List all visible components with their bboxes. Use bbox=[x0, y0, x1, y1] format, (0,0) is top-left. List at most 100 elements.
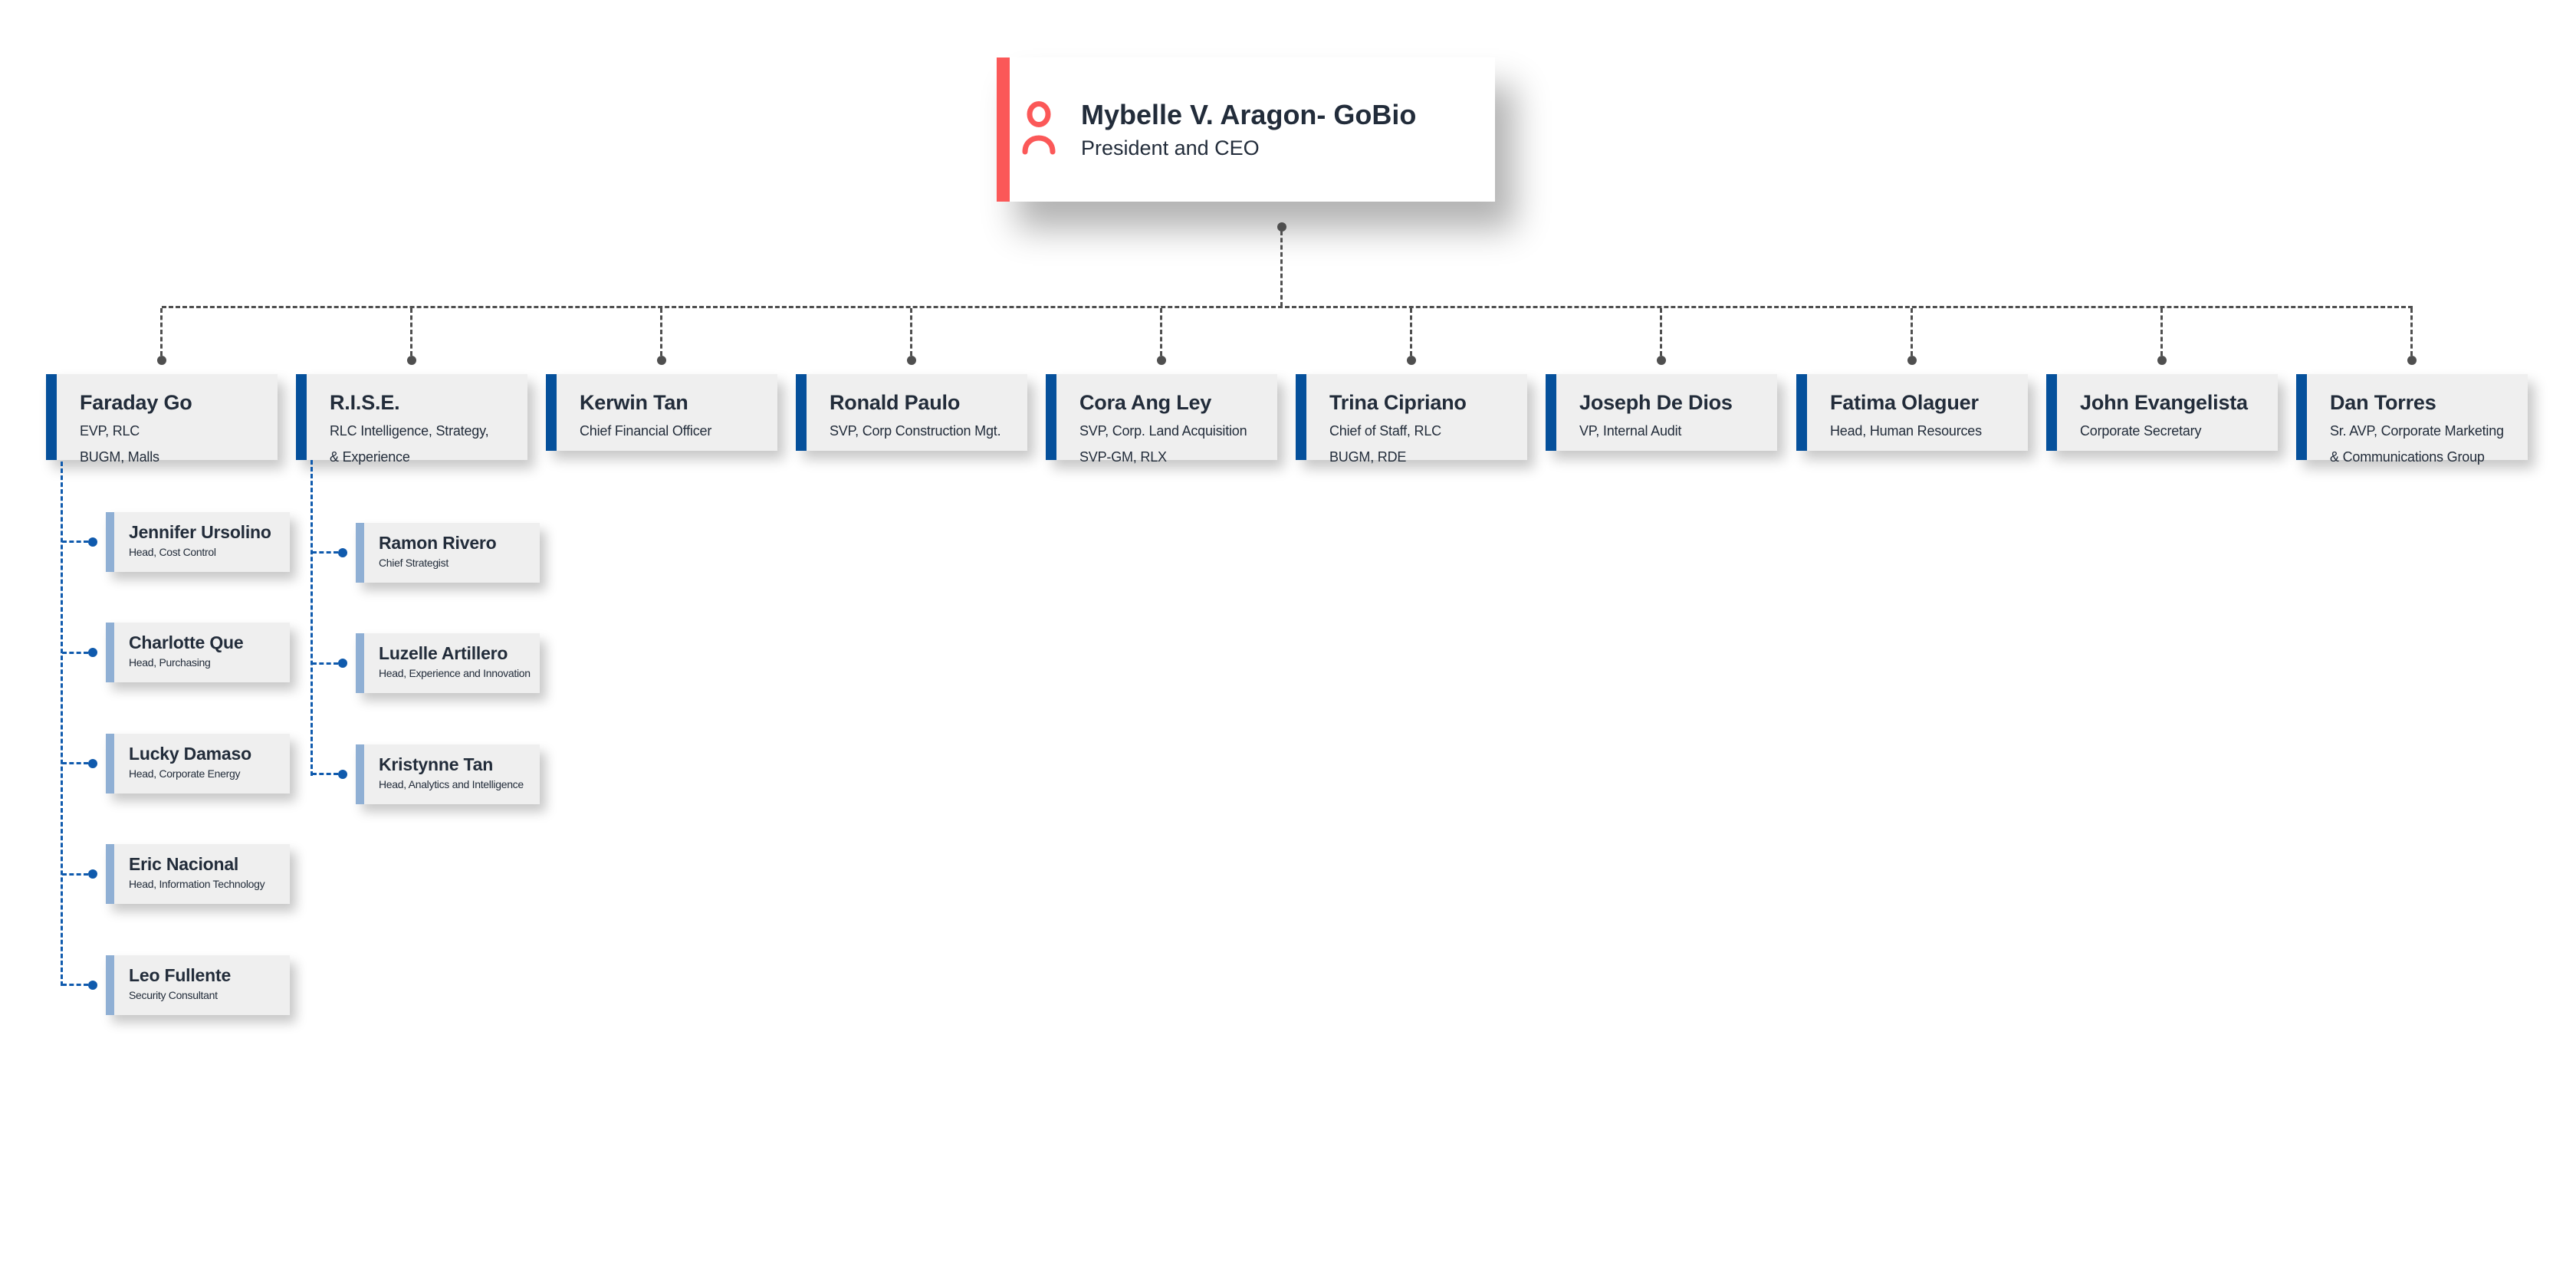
connector-line bbox=[2160, 308, 2163, 356]
org-node-faraday-go[interactable]: Faraday Go EVP, RLC BUGM, Malls bbox=[46, 374, 278, 465]
org-node-ronald-paulo[interactable]: Ronald Paulo SVP, Corp Construction Mgt. bbox=[796, 374, 1027, 451]
accent-bar bbox=[1296, 374, 1306, 460]
person-role: Chief Financial Officer bbox=[580, 423, 712, 439]
person-role: & Experience bbox=[330, 449, 410, 465]
connector-line bbox=[62, 762, 88, 764]
person-role: Security Consultant bbox=[129, 989, 218, 1001]
person-role: Chief of Staff, RLC bbox=[1329, 423, 1441, 439]
connector-line bbox=[2410, 308, 2413, 356]
connector-line bbox=[312, 773, 338, 775]
org-node-kerwin-tan[interactable]: Kerwin Tan Chief Financial Officer bbox=[546, 374, 777, 451]
person-role: Head, Human Resources bbox=[1830, 423, 1982, 439]
connector-dot bbox=[88, 537, 97, 547]
org-node-john-evangelista[interactable]: John Evangelista Corporate Secretary bbox=[2046, 374, 2278, 451]
person-role: Head, Analytics and Intelligence bbox=[379, 778, 524, 790]
connector-line bbox=[62, 652, 88, 654]
person-name: Dan Torres bbox=[2330, 391, 2436, 414]
connector-dot bbox=[338, 548, 347, 557]
connector-line bbox=[62, 540, 88, 543]
person-role: SVP, Corp. Land Acquisition bbox=[1079, 423, 1247, 439]
accent-bar bbox=[106, 955, 114, 1015]
accent-bar bbox=[1796, 374, 1807, 451]
person-role: Chief Strategist bbox=[379, 557, 449, 569]
connector-line bbox=[160, 308, 163, 356]
connector-dot bbox=[407, 356, 416, 365]
org-node-cora-ang-ley[interactable]: Cora Ang Ley SVP, Corp. Land Acquisition… bbox=[1046, 374, 1277, 465]
connector-dot bbox=[1277, 222, 1286, 232]
person-role: Head, Experience and Innovation bbox=[379, 667, 531, 679]
connector-dot bbox=[1657, 356, 1666, 365]
person-role: SVP, Corp Construction Mgt. bbox=[830, 423, 1001, 439]
accent-bar bbox=[106, 512, 114, 572]
org-node-luzelle-artillero[interactable]: Luzelle Artillero Head, Experience and I… bbox=[356, 633, 540, 693]
connector-line bbox=[62, 984, 88, 986]
connector-dot bbox=[1407, 356, 1416, 365]
connector-line bbox=[410, 308, 412, 356]
connector-dot bbox=[88, 869, 97, 879]
accent-bar bbox=[356, 523, 364, 583]
ceo-text-block: Mybelle V. Aragon- GoBio President and C… bbox=[1081, 99, 1416, 160]
person-role: EVP, RLC bbox=[80, 423, 140, 439]
person-name: R.I.S.E. bbox=[330, 391, 400, 414]
org-node-lucky-damaso[interactable]: Lucky Damaso Head, Corporate Energy bbox=[106, 734, 290, 794]
connector-line bbox=[312, 662, 338, 665]
accent-bar bbox=[1046, 374, 1056, 460]
connector-line bbox=[1280, 231, 1283, 307]
person-name: Cora Ang Ley bbox=[1079, 391, 1212, 414]
person-name: Lucky Damaso bbox=[129, 744, 251, 764]
org-node-joseph-de-dios[interactable]: Joseph De Dios VP, Internal Audit bbox=[1546, 374, 1777, 451]
connector-dot bbox=[88, 648, 97, 657]
connector-line bbox=[660, 308, 662, 356]
person-name: Ramon Rivero bbox=[379, 533, 497, 553]
person-name: Leo Fullente bbox=[129, 965, 232, 985]
connector-dot bbox=[2407, 356, 2417, 365]
org-node-eric-nacional[interactable]: Eric Nacional Head, Information Technolo… bbox=[106, 844, 290, 904]
org-node-rise[interactable]: R.I.S.E. RLC Intelligence, Strategy, & E… bbox=[296, 374, 527, 465]
accent-bar bbox=[106, 623, 114, 682]
person-role: Head, Corporate Energy bbox=[129, 767, 241, 780]
accent-bar bbox=[356, 744, 364, 804]
person-role: Head, Cost Control bbox=[129, 546, 216, 558]
person-role: SVP-GM, RLX bbox=[1079, 449, 1167, 465]
person-name: Mybelle V. Aragon- GoBio bbox=[1081, 99, 1417, 130]
connector-dot bbox=[157, 356, 166, 365]
connector-dot bbox=[88, 759, 97, 768]
person-role: & Communications Group bbox=[2330, 449, 2485, 465]
person-name: Fatima Olaguer bbox=[1830, 391, 1979, 414]
org-node-trina-cipriano[interactable]: Trina Cipriano Chief of Staff, RLC BUGM,… bbox=[1296, 374, 1527, 465]
connector-line bbox=[61, 462, 63, 986]
person-role: Head, Purchasing bbox=[129, 656, 211, 669]
connector-dot bbox=[338, 770, 347, 779]
connector-dot bbox=[1907, 356, 1917, 365]
connector-dot bbox=[907, 356, 916, 365]
person-name: Trina Cipriano bbox=[1329, 391, 1467, 414]
org-node-ceo[interactable]: Mybelle V. Aragon- GoBio President and C… bbox=[997, 58, 1495, 202]
connector-line bbox=[1160, 308, 1162, 356]
org-node-charlotte-que[interactable]: Charlotte Que Head, Purchasing bbox=[106, 623, 290, 682]
connector-line bbox=[1660, 308, 1662, 356]
org-node-fatima-olaguer[interactable]: Fatima Olaguer Head, Human Resources bbox=[1796, 374, 2028, 451]
person-name: John Evangelista bbox=[2080, 391, 2248, 414]
org-node-kristynne-tan[interactable]: Kristynne Tan Head, Analytics and Intell… bbox=[356, 744, 540, 804]
accent-bar bbox=[796, 374, 807, 451]
person-name: Kristynne Tan bbox=[379, 754, 494, 774]
person-name: Ronald Paulo bbox=[830, 391, 961, 414]
person-name: Joseph De Dios bbox=[1579, 391, 1733, 414]
accent-bar bbox=[106, 734, 114, 794]
connector-dot bbox=[657, 356, 666, 365]
connector-dot bbox=[338, 659, 347, 668]
person-role: RLC Intelligence, Strategy, bbox=[330, 423, 489, 439]
person-name: Kerwin Tan bbox=[580, 391, 688, 414]
connector-line bbox=[1410, 308, 1412, 356]
connector-line bbox=[910, 308, 912, 356]
connector-line bbox=[310, 460, 313, 776]
org-node-ramon-rivero[interactable]: Ramon Rivero Chief Strategist bbox=[356, 523, 540, 583]
person-name: Jennifer Ursolino bbox=[129, 522, 271, 542]
org-node-dan-torres[interactable]: Dan Torres Sr. AVP, Corporate Marketing … bbox=[2296, 374, 2528, 465]
person-role: BUGM, Malls bbox=[80, 449, 159, 465]
org-node-leo-fullente[interactable]: Leo Fullente Security Consultant bbox=[106, 955, 290, 1015]
person-name: Faraday Go bbox=[80, 391, 192, 414]
org-node-jennifer-ursolino[interactable]: Jennifer Ursolino Head, Cost Control bbox=[106, 512, 290, 572]
person-role: VP, Internal Audit bbox=[1579, 423, 1682, 439]
